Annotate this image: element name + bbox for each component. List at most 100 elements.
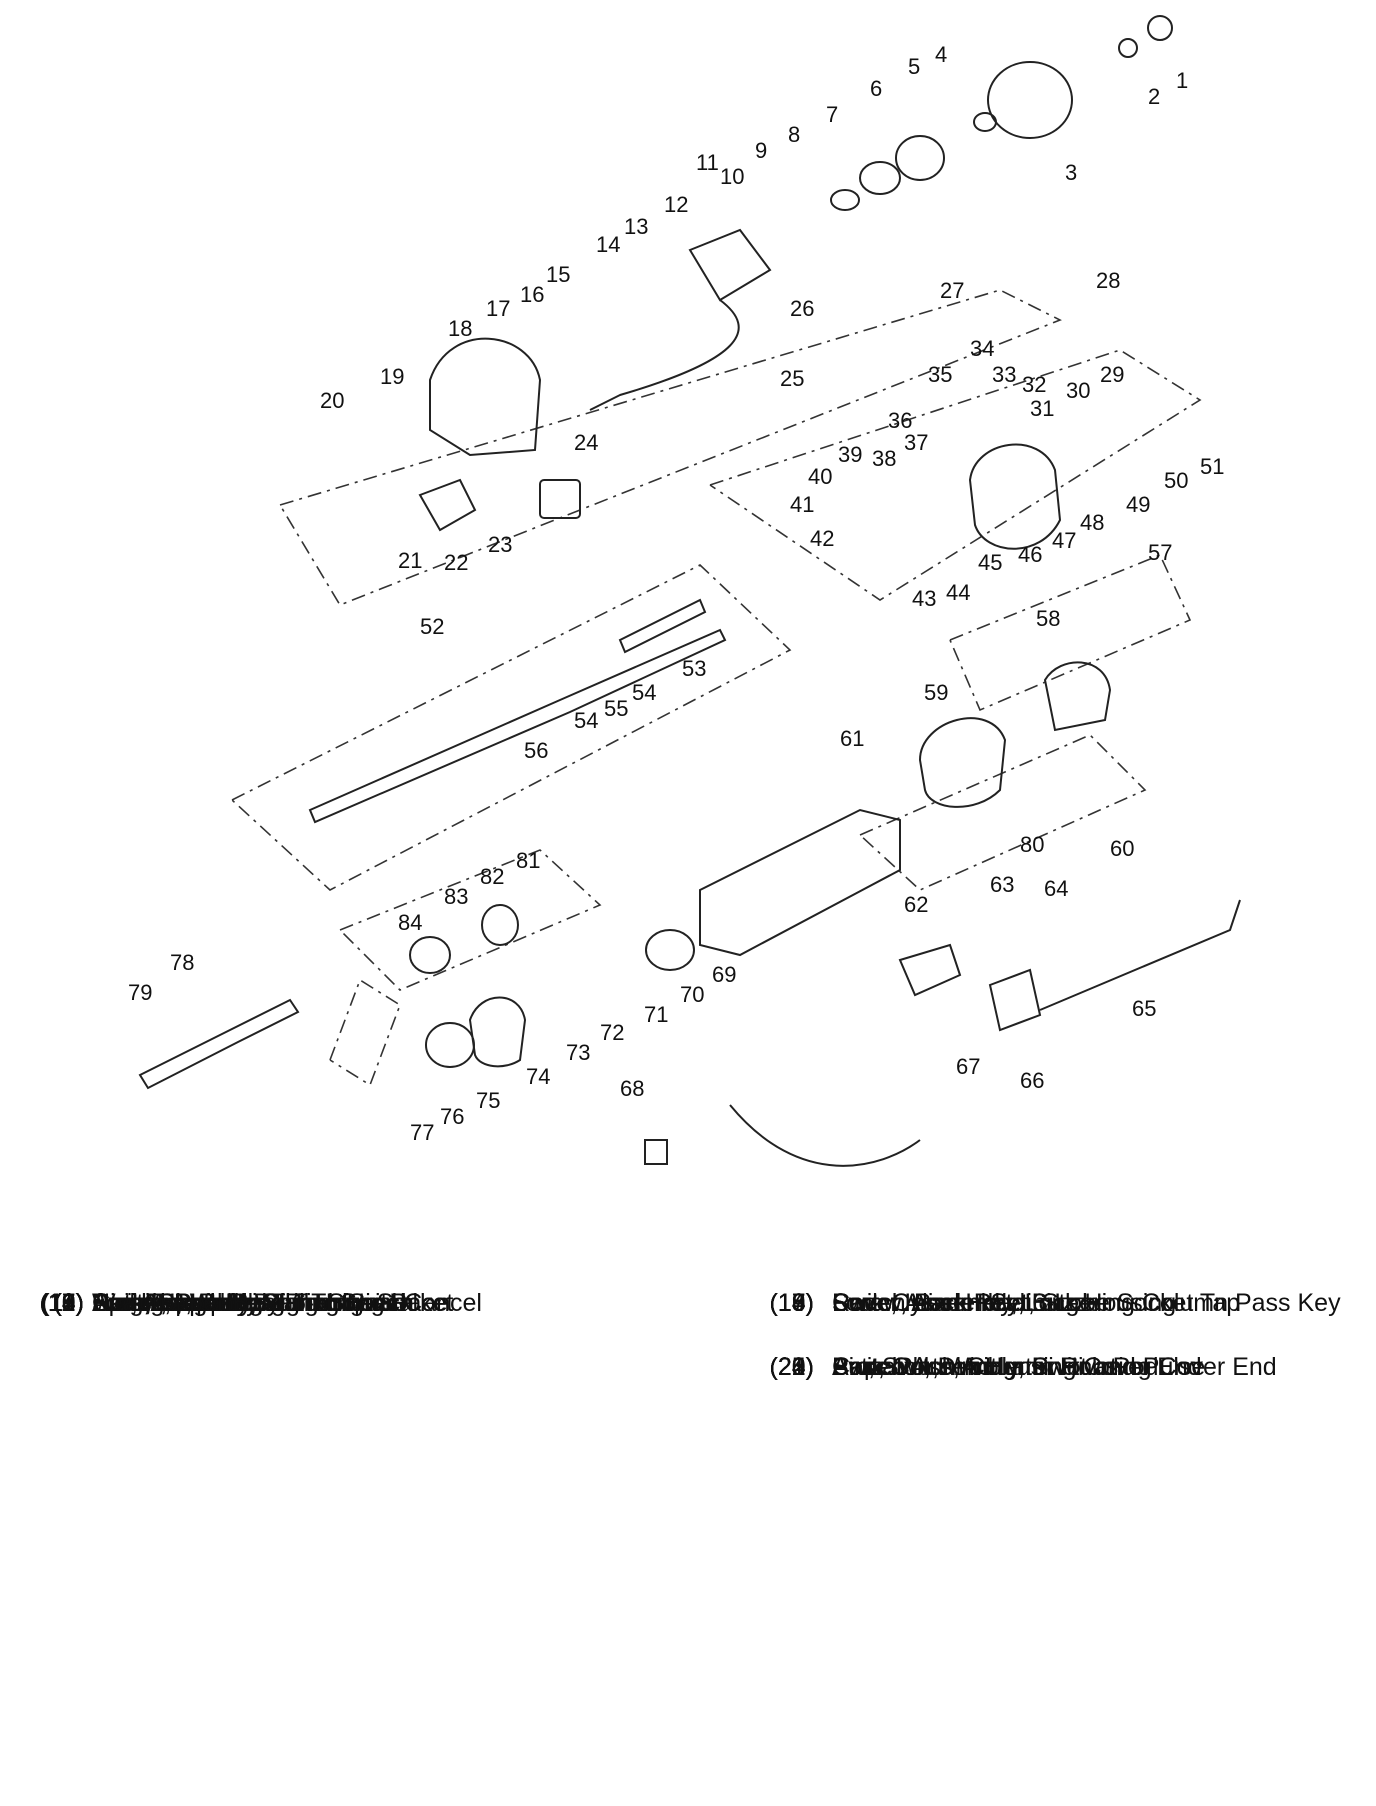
group-frame-housing	[709, 349, 1202, 601]
callout-72: 72	[600, 1020, 624, 1045]
exploded-view-diagram: 1 2 3 4 5 6 7 8 9 10 11 12 13 14 15 16 1…	[128, 15, 1241, 1167]
callout-65: 65	[1132, 996, 1156, 1021]
legend-number: (4)	[53, 1289, 84, 1317]
legend-number: (21)	[769, 1353, 814, 1381]
legend-description: Cap, Column Housing Cover End	[832, 1353, 1202, 1381]
legend-number: (10)	[39, 1289, 84, 1317]
callout-37: 37	[904, 430, 928, 455]
callout-80: 80	[1020, 832, 1044, 857]
callout-33: 33	[992, 362, 1016, 387]
group-frame-bracket	[859, 734, 1147, 891]
legend-number: (2)	[53, 1289, 84, 1317]
legend-description: Spring, Upper Bearing	[92, 1289, 340, 1317]
callout-48: 48	[1080, 510, 1104, 535]
callout-26: 26	[790, 296, 814, 321]
callout-21: 21	[398, 548, 422, 573]
callout-11: 11	[696, 150, 719, 175]
adapter-part	[409, 936, 451, 974]
callout-20: 20	[320, 388, 344, 413]
bearing-assembly-part	[645, 929, 695, 971]
lock-housing-cover-part	[429, 337, 542, 457]
shift-bowl-part	[468, 996, 527, 1068]
connector-harness	[729, 1104, 921, 1167]
callout-61: 61	[840, 726, 864, 751]
callout-25: 25	[780, 366, 804, 391]
callout-16: 16	[520, 282, 544, 307]
callout-58: 58	[1036, 606, 1060, 631]
steering-shaft-part	[308, 628, 727, 824]
upper-shaft-part	[618, 598, 707, 654]
callout-46: 46	[1018, 542, 1042, 567]
legend-description: Actuator, Dimmer Switch Rod	[832, 1353, 1159, 1381]
callout-44: 44	[946, 580, 970, 605]
callout-27: 27	[940, 278, 964, 303]
legend-description: Ring, Retaining	[92, 1289, 263, 1317]
callout-51: 51	[1200, 454, 1224, 479]
callout-60: 60	[1110, 836, 1134, 861]
legend-number: (24)	[769, 1353, 814, 1381]
callout-10: 10	[720, 164, 744, 189]
callout-42: 42	[810, 526, 834, 551]
callout-75: 75	[476, 1088, 500, 1113]
legend-number: (13)	[39, 1289, 84, 1317]
cam-assembly-part	[859, 161, 901, 195]
callout-55: 55	[604, 696, 628, 721]
legend-description: Lock Cylinder Set, Steering Column Pass …	[832, 1289, 1341, 1317]
callout-14: 14	[596, 232, 620, 257]
legend-description: Switch Assembly, Pivot and Pulse	[832, 1353, 1206, 1381]
callout-79: 79	[128, 980, 152, 1005]
legend-description: Protector, Wiring	[832, 1353, 1017, 1381]
legend-description: Base Plate, Column Housing Cover End	[832, 1353, 1277, 1381]
callout-84: 84	[398, 910, 422, 935]
callout-73: 73	[566, 1040, 590, 1065]
callout-78: 78	[170, 950, 194, 975]
shift-tube-part	[481, 904, 519, 946]
legend-description: Pin, Switch Actuator Pivot	[832, 1353, 1117, 1381]
washer-part	[973, 112, 997, 132]
callout-28: 28	[1096, 268, 1120, 293]
callout-64: 64	[1044, 876, 1068, 901]
legend-description: Lock, Shaft	[92, 1289, 218, 1317]
callout-30: 30	[1066, 378, 1090, 403]
callout-68: 68	[620, 1076, 644, 1101]
legend-number: (19)	[769, 1289, 814, 1317]
legend-description: Screw, Pan Head 6-Lobe Socket Tap	[832, 1289, 1241, 1317]
rod-part	[1039, 899, 1241, 1011]
callout-57: 57	[1148, 540, 1172, 565]
callout-53: 53	[682, 656, 706, 681]
legend-column-right: (14)Race, Inner (15)Screw, Pan Head 6-Lo…	[760, 1285, 1370, 1381]
legend-description: Cam Assembly, Turn Signal Cancel	[92, 1289, 482, 1317]
callout-2: 2	[1148, 84, 1160, 109]
ignition-switch-part	[988, 968, 1042, 1032]
legend-description: Race, Inner	[832, 1289, 962, 1317]
callout-81: 81	[516, 848, 540, 873]
bearing-housing-part	[1043, 661, 1112, 732]
callout-5: 5	[908, 54, 920, 79]
legend-description: Cover Assembly, Lock Housing	[832, 1289, 1177, 1317]
callout-23: 23	[488, 532, 512, 557]
callout-15: 15	[546, 262, 570, 287]
group-frame-bearing-left	[339, 849, 602, 991]
callout-83: 83	[444, 884, 468, 909]
housing-part	[968, 443, 1062, 550]
legend-number: (12)	[39, 1289, 84, 1317]
legend-number: (17)	[769, 1289, 814, 1317]
nut-part	[1147, 15, 1173, 41]
callout-4: 4	[935, 42, 947, 67]
callout-13: 13	[624, 214, 648, 239]
callout-52: 52	[420, 614, 444, 639]
callout-49: 49	[1126, 492, 1150, 517]
cap-part	[539, 479, 581, 519]
group-frame-shaft	[231, 564, 792, 891]
callout-54a: 54	[632, 680, 656, 705]
intermediate-shaft-part	[138, 998, 300, 1090]
callout-43: 43	[912, 586, 936, 611]
callout-labels: 1 2 3 4 5 6 7 8 9 10 11 12 13 14 15 16 1…	[128, 42, 1224, 1145]
callout-45: 45	[978, 550, 1002, 575]
callout-82: 82	[480, 864, 504, 889]
callout-47: 47	[1052, 528, 1076, 553]
callout-29: 29	[1100, 362, 1124, 387]
legend-description: Switch Assembly, Turn Signal	[92, 1289, 419, 1317]
legend-number: (25)	[769, 1353, 814, 1381]
callout-8: 8	[788, 122, 800, 147]
